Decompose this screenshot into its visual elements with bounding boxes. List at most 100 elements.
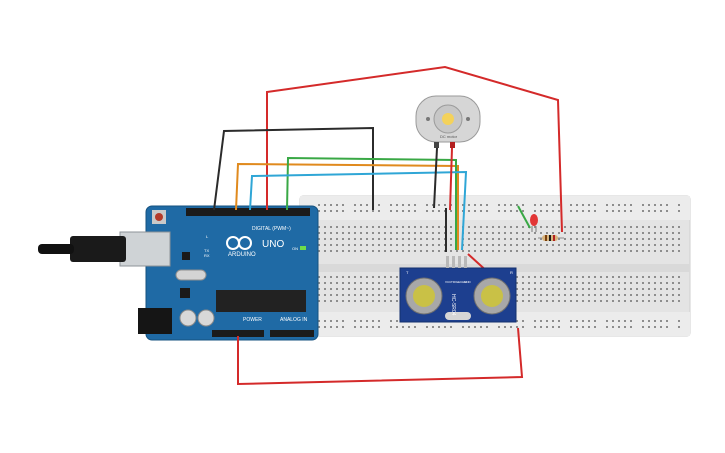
breadboard-hole [540,300,542,302]
breadboard-hole [324,232,326,234]
breadboard-hole [366,320,368,322]
wire-red-top [266,65,563,233]
breadboard-hole [570,238,572,240]
breadboard-hole [414,238,416,240]
breadboard-hole [426,210,428,212]
breadboard-hole [318,250,320,252]
breadboard-hole [378,238,380,240]
breadboard-hole [522,232,524,234]
breadboard-hole [378,204,380,206]
dc-motor[interactable]: DC motor [415,95,481,148]
breadboard-hole [594,244,596,246]
breadboard-hole [372,288,374,290]
breadboard-hole [600,250,602,252]
breadboard-hole [522,226,524,228]
breadboard-hole [438,226,440,228]
breadboard-hole [612,326,614,328]
breadboard-hole [498,326,500,328]
breadboard-hole [570,326,572,328]
breadboard-hole [324,244,326,246]
wire-black [213,126,374,211]
breadboard-hole [360,288,362,290]
breadboard-hole [384,300,386,302]
breadboard-hole [384,238,386,240]
breadboard-hole [408,232,410,234]
breadboard-hole [588,300,590,302]
breadboard-hole [324,282,326,284]
breadboard-hole [546,294,548,296]
ultrasonic-sensor[interactable]: HC-SR04 T R VCC TRIG ECHO GND [399,256,517,323]
breadboard-hole [420,238,422,240]
breadboard-hole [480,210,482,212]
breadboard-hole [642,250,644,252]
breadboard[interactable] [299,195,691,337]
breadboard-hole [450,238,452,240]
breadboard-hole [372,294,374,296]
capacitor [197,309,215,327]
breadboard-hole [642,288,644,290]
breadboard-hole [516,282,518,284]
breadboard-hole [516,320,518,322]
wire-motor-black [433,147,438,209]
breadboard-hole [342,244,344,246]
breadboard-hole [390,300,392,302]
breadboard-hole [348,232,350,234]
breadboard-hole [456,250,458,252]
breadboard-hole [438,204,440,206]
breadboard-hole [600,238,602,240]
resistor[interactable] [538,235,564,241]
breadboard-hole [636,232,638,234]
breadboard-hole [552,210,554,212]
power-header [212,330,264,337]
breadboard-hole [534,282,536,284]
breadboard-hole [624,300,626,302]
breadboard-hole [678,294,680,296]
breadboard-hole [528,300,530,302]
breadboard-hole [396,232,398,234]
breadboard-hole [402,238,404,240]
breadboard-hole [576,210,578,212]
breadboard-hole [552,294,554,296]
breadboard-hole [558,326,560,328]
breadboard-hole [492,244,494,246]
breadboard-hole [648,232,650,234]
breadboard-hole [570,276,572,278]
breadboard-hole [318,232,320,234]
breadboard-hole [372,300,374,302]
breadboard-hole [384,244,386,246]
breadboard-hole [570,210,572,212]
breadboard-hole [618,326,620,328]
breadboard-hole [600,232,602,234]
breadboard-hole [534,276,536,278]
breadboard-hole [342,204,344,206]
breadboard-hole [552,288,554,290]
breadboard-hole [378,294,380,296]
breadboard-hole [384,226,386,228]
red-led[interactable] [530,214,538,232]
breadboard-hole [612,250,614,252]
breadboard-hole [618,288,620,290]
breadboard-hole [672,226,674,228]
breadboard-hole [642,300,644,302]
arduino-uno[interactable]: ARDUINO UNO DIGITAL (PWM~) POWER ANALOG … [38,205,319,341]
breadboard-hole [342,276,344,278]
breadboard-hole [516,294,518,296]
breadboard-hole [438,238,440,240]
breadboard-hole [408,250,410,252]
breadboard-hole [582,244,584,246]
breadboard-hole [528,288,530,290]
breadboard-hole [348,294,350,296]
breadboard-hole [528,250,530,252]
breadboard-hole [360,226,362,228]
wire-green [286,156,457,250]
breadboard-hole [642,204,644,206]
breadboard-hole [354,300,356,302]
breadboard-hole [330,300,332,302]
breadboard-hole [642,326,644,328]
breadboard-hole [414,210,416,212]
breadboard-hole [450,232,452,234]
breadboard-hole [546,288,548,290]
breadboard-hole [318,204,320,206]
sensor-r-label: R [510,270,513,275]
breadboard-hole [498,204,500,206]
